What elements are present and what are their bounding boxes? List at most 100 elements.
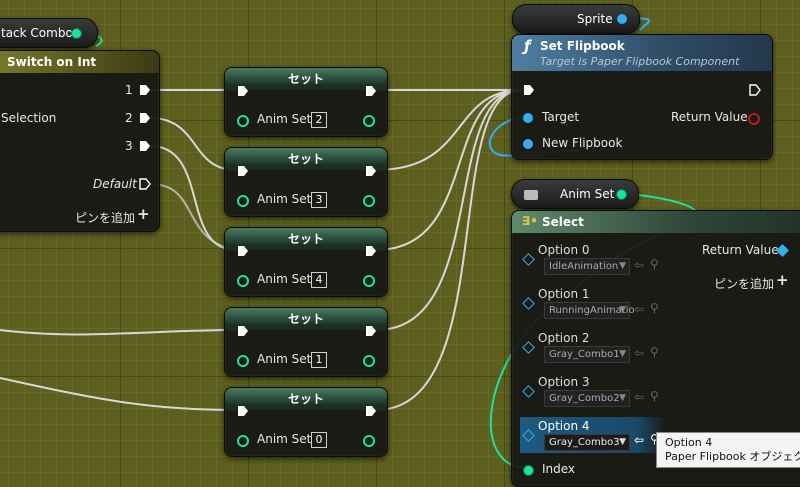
index-pin[interactable] (523, 465, 534, 476)
anim-set-pill-output-pin[interactable] (616, 189, 627, 200)
option-0-pin[interactable] (522, 253, 535, 266)
attack-combo-output-pin[interactable] (71, 28, 82, 39)
option-4-asset-dropdown[interactable]: Gray_Combo3▼ (544, 434, 630, 451)
chevron-down-icon: ▼ (619, 261, 626, 271)
anim-set-output-pin[interactable] (363, 275, 375, 287)
new-flipbook-label: New Flipbook (542, 136, 623, 150)
sprite-variable-node[interactable]: Sprite (512, 4, 640, 34)
case-2-label: 2 (125, 111, 133, 125)
set-anim-node-3[interactable]: セット Anim Set 4 (224, 227, 388, 297)
tooltip-line-2: Paper Flipbook オブジェクト (665, 450, 800, 463)
set-node-title: セット (287, 312, 324, 326)
option-2-asset-dropdown[interactable]: Gray_Combo1▼ (544, 346, 630, 363)
add-pin-plus-icon[interactable]: + (776, 271, 789, 289)
tooltip-line-1: Option 4 (665, 436, 713, 449)
anim-set-value[interactable]: 0 (311, 432, 327, 448)
set-node-title: セット (287, 72, 324, 86)
select-icon: ∃• (522, 214, 538, 228)
option-0-value: IdleAnimation (549, 261, 619, 272)
browse-search-icon[interactable]: ⚲ (650, 301, 659, 315)
anim-set-input-pin[interactable] (237, 355, 249, 367)
use-selected-arrow-icon[interactable]: ⇦ (634, 346, 645, 360)
use-selected-arrow-icon[interactable]: ⇦ (634, 390, 645, 404)
anim-set-variable-node[interactable]: Anim Set (511, 179, 639, 209)
set-node-header: セット (225, 148, 387, 170)
anim-set-label: Anim Set (257, 352, 312, 366)
set-flipbook-subtitle: Target is Paper Flipbook Component (540, 55, 740, 68)
option-0-label: Option 0 (538, 243, 590, 257)
anim-set-input-pin[interactable] (237, 435, 249, 447)
sprite-label: Sprite (577, 12, 613, 26)
option-1-pin[interactable] (522, 297, 535, 310)
select-node[interactable]: ∃• Select Return Value ピンを追加 + Option 0 … (511, 210, 800, 487)
use-selected-arrow-icon[interactable]: ⇦ (634, 302, 645, 316)
anim-set-pill-label: Anim Set (560, 187, 615, 201)
index-label: Index (542, 462, 576, 476)
option-1-asset-dropdown[interactable]: RunningAnimatio▼ (544, 302, 635, 319)
chevron-down-icon: ▼ (619, 437, 626, 447)
set-node-header: セット (225, 308, 387, 330)
chevron-down-icon: ▼ (619, 305, 626, 315)
select-title: Select (542, 215, 584, 229)
anim-set-label: Anim Set (257, 432, 312, 446)
add-pin-label[interactable]: ピンを追加 (714, 277, 775, 291)
option-2-label: Option 2 (538, 331, 590, 345)
option-1-value: RunningAnimatio (549, 305, 635, 316)
anim-set-label: Anim Set (257, 192, 312, 206)
switch-on-int-title: Switch on Int (7, 55, 97, 69)
set-node-header: セット (225, 228, 387, 250)
option-4-value: Gray_Combo3 (549, 437, 620, 448)
anim-set-output-pin[interactable] (363, 195, 375, 207)
anim-set-output-pin[interactable] (363, 435, 375, 447)
browse-search-icon[interactable]: ⚲ (650, 432, 659, 446)
add-pin-label[interactable]: ピンを追加 (75, 211, 136, 225)
option-2-value: Gray_Combo1 (549, 349, 620, 360)
add-pin-plus-icon[interactable]: + (137, 205, 150, 223)
option-1-label: Option 1 (538, 287, 590, 301)
option-0-asset-dropdown[interactable]: IdleAnimation▼ (544, 258, 630, 275)
variable-icon (524, 190, 538, 200)
anim-set-input-pin[interactable] (237, 275, 249, 287)
use-selected-arrow-icon[interactable]: ⇦ (634, 433, 645, 447)
target-pin[interactable] (523, 113, 533, 123)
switch-on-int-node[interactable]: Switch on Int Selection 1 2 3 Default ピン… (0, 50, 160, 232)
set-anim-node-4[interactable]: セット Anim Set 1 (224, 307, 388, 377)
anim-set-label: Anim Set (257, 272, 312, 286)
set-flipbook-node[interactable]: ƒ Set Flipbook Target is Paper Flipbook … (511, 34, 773, 160)
return-value-label: Return Value (671, 110, 748, 124)
option-3-asset-dropdown[interactable]: Gray_Combo2▼ (544, 390, 630, 407)
anim-set-value[interactable]: 2 (311, 112, 327, 128)
attack-combo-variable-node[interactable]: tack Combo (0, 18, 98, 48)
set-node-header: セット (225, 388, 387, 410)
set-anim-node-5[interactable]: セット Anim Set 0 (224, 387, 388, 457)
anim-set-value[interactable]: 4 (311, 272, 327, 288)
set-node-title: セット (287, 392, 324, 406)
set-node-title: セット (287, 232, 324, 246)
browse-search-icon[interactable]: ⚲ (650, 389, 659, 403)
anim-set-input-pin[interactable] (237, 195, 249, 207)
use-selected-arrow-icon[interactable]: ⇦ (634, 258, 645, 272)
set-anim-node-1[interactable]: セット Anim Set 2 (224, 67, 388, 137)
option-3-value: Gray_Combo2 (549, 393, 620, 404)
new-flipbook-pin[interactable] (523, 139, 533, 149)
set-node-header: セット (225, 68, 387, 90)
option-4-tooltip: Option 4 Paper Flipbook オブジェクト (656, 432, 800, 468)
anim-set-input-pin[interactable] (237, 115, 249, 127)
anim-set-value[interactable]: 1 (311, 352, 327, 368)
default-label: Default (93, 177, 137, 191)
return-value-pin[interactable] (748, 113, 760, 125)
option-3-pin[interactable] (522, 385, 535, 398)
chevron-down-icon: ▼ (619, 393, 626, 403)
anim-set-output-pin[interactable] (363, 355, 375, 367)
anim-set-value[interactable]: 3 (311, 192, 327, 208)
switch-on-int-header: Switch on Int (0, 51, 159, 73)
browse-search-icon[interactable]: ⚲ (650, 257, 659, 271)
set-anim-node-2[interactable]: セット Anim Set 3 (224, 147, 388, 217)
sprite-output-pin[interactable] (617, 14, 627, 24)
anim-set-output-pin[interactable] (363, 115, 375, 127)
case-1-label: 1 (125, 83, 133, 97)
function-icon: ƒ (524, 37, 531, 55)
browse-search-icon[interactable]: ⚲ (650, 345, 659, 359)
selection-label: Selection (1, 111, 57, 125)
option-2-pin[interactable] (522, 341, 535, 354)
